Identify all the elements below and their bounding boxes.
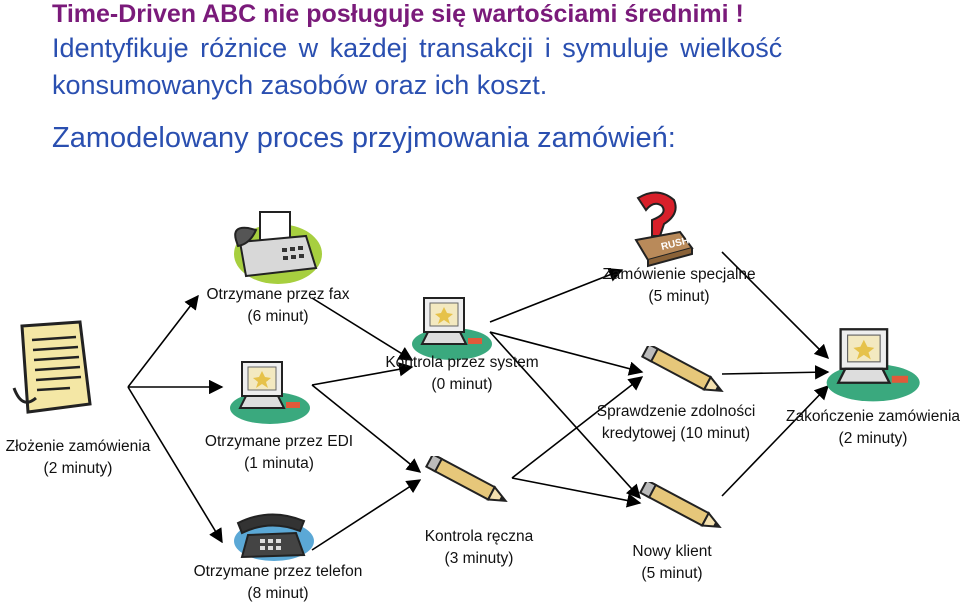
arrow-order-to-phone: [127, 386, 223, 544]
node-order: Złożenie zamówienia (2 minuty): [6, 436, 151, 480]
node-edi: Otrzymane przez EDI (1 minuta): [205, 431, 353, 475]
node-phone: Otrzymane przez telefon (8 minut): [194, 561, 363, 605]
arrow-manual-to-credit: [511, 376, 644, 479]
computer-icon-complete: [826, 328, 920, 402]
description-line-1: Identyfikuje różnice w każdej transakcji…: [52, 33, 783, 63]
node-system-time: (0 minut): [431, 376, 493, 393]
arrow-system-to-credit: [489, 331, 644, 376]
phone-icon: [234, 513, 314, 561]
node-credit-time: kredytowej (10 minut): [601, 425, 751, 442]
slide-title: Time-Driven ABC nie posługuje się wartoś…: [52, 0, 744, 28]
node-special-time: (5 minut): [648, 288, 710, 305]
node-fax: Otrzymane przez fax (6 minut): [207, 284, 350, 328]
node-order-time: (2 minuty): [43, 460, 113, 477]
computer-icon-system: [412, 297, 492, 360]
pencil-icon-newclient: [638, 482, 722, 529]
arrow-newclient-to-complete: [721, 384, 829, 497]
node-edi-time: (1 minuta): [244, 455, 314, 472]
node-fax-time: (6 minut): [247, 308, 309, 325]
node-manual: Kontrola ręczna (3 minuty): [425, 526, 534, 570]
node-credit: Sprawdzenie zdolności kredytowej (10 min…: [597, 401, 756, 445]
node-special: Zamówienie specjalne (5 minut): [602, 264, 755, 308]
arrow-system-to-special: [489, 268, 624, 323]
arrow-fax-to-system: [311, 297, 414, 361]
node-complete-name: Zakończenie zamówienia: [785, 408, 960, 425]
node-newclient-name: Nowy klient: [632, 543, 712, 560]
node-order-name: Złożenie zamówienia: [5, 438, 151, 455]
node-complete-time: (2 minuty): [838, 430, 908, 447]
description-line-2: konsumowanych zasobów oraz ich koszt.: [52, 70, 548, 100]
arrow-edi-to-system: [311, 362, 414, 386]
fax-icon: [234, 211, 322, 284]
pencil-icon: [424, 456, 508, 503]
node-credit-name: Sprawdzenie zdolności: [596, 403, 756, 420]
document-icon: [12, 320, 92, 414]
diagram-subtitle: Zamodelowany proces przyjmowania zamówie…: [52, 122, 676, 154]
node-special-name: Zamówienie specjalne: [602, 266, 756, 283]
arrow-special-to-complete: [721, 251, 830, 360]
arrow-edi-to-manual: [311, 384, 422, 473]
arrow-manual-to-newclient: [511, 477, 642, 508]
node-fax-name: Otrzymane przez fax: [206, 286, 350, 303]
node-newclient-time: (5 minut): [641, 565, 703, 582]
arrow-system-to-newclient: [489, 331, 641, 500]
node-newclient: Nowy klient (5 minut): [632, 541, 711, 585]
node-edi-name: Otrzymane przez EDI: [204, 433, 354, 450]
arrow-credit-to-complete: [721, 365, 830, 380]
node-system: Kontrola przez system (0 minut): [385, 352, 538, 396]
computer-icon: [230, 361, 310, 424]
rush-box-icon: RUSH: [634, 191, 694, 268]
node-phone-name: Otrzymane przez telefon: [193, 563, 363, 580]
node-manual-name: Kontrola ręczna: [424, 528, 534, 545]
node-system-name: Kontrola przez system: [385, 354, 539, 371]
node-manual-time: (3 minuty): [444, 550, 514, 567]
node-phone-time: (8 minut): [247, 585, 309, 602]
pencil-icon-credit: [640, 346, 724, 393]
arrow-order-to-fax: [127, 294, 199, 388]
node-complete: Zakończenie zamówienia (2 minuty): [786, 406, 960, 450]
arrow-phone-to-manual: [311, 479, 422, 551]
